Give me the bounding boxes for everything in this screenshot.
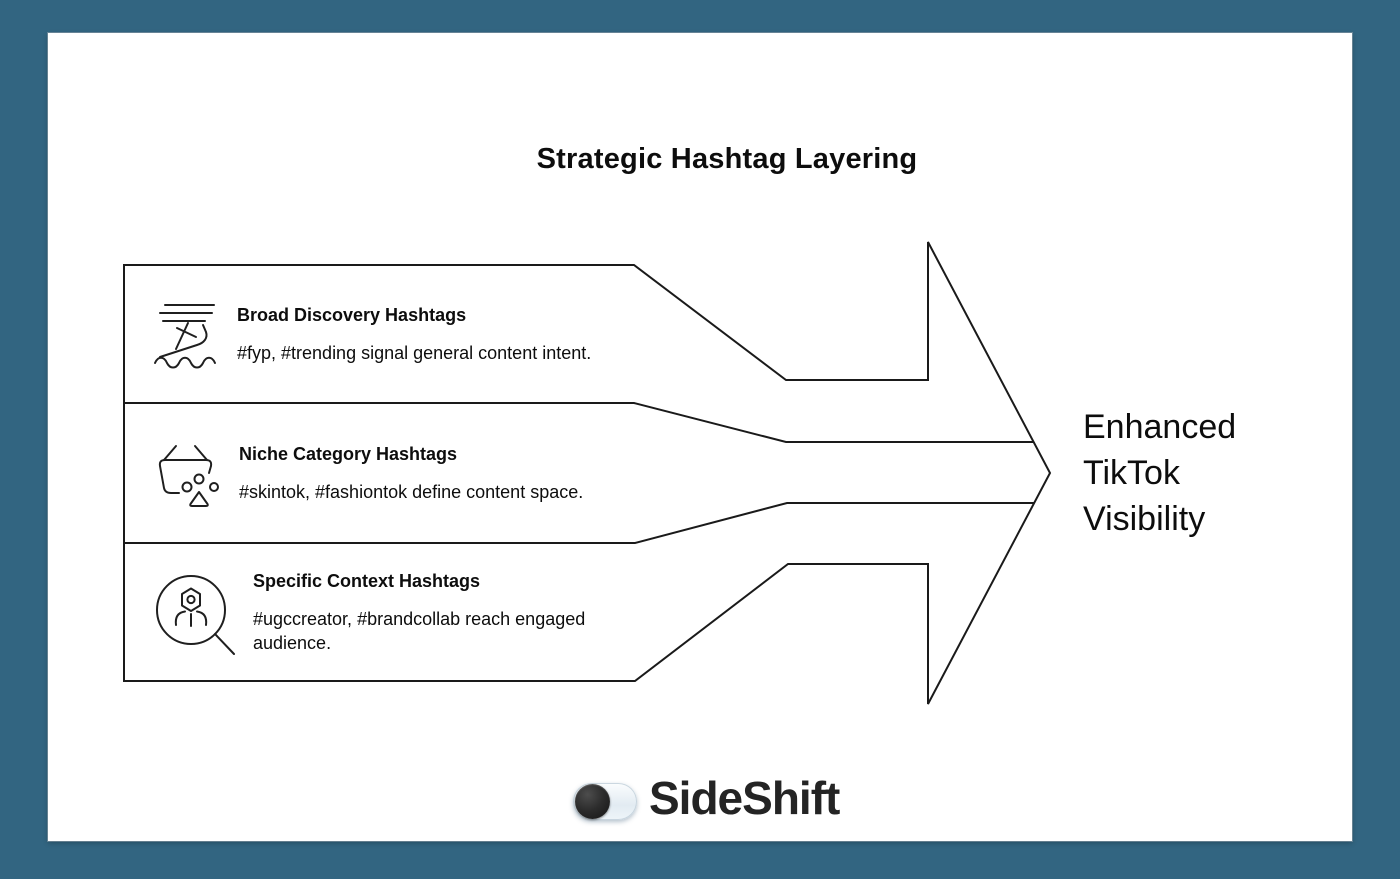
layer-title: Niche Category Hashtags — [239, 444, 458, 464]
layer-description: #fyp, #trending signal general content i… — [237, 343, 592, 363]
toggle-switch-icon — [573, 783, 637, 820]
brand-name: SideShift — [649, 772, 840, 824]
toggle-knob — [575, 784, 610, 819]
basket-items-icon — [152, 435, 224, 511]
layer-description: #ugccreator, #brandcollab reach engaged … — [253, 609, 586, 653]
sinking-ship-icon — [152, 298, 222, 370]
layer-title: Broad Discovery Hashtags — [237, 305, 467, 325]
layer-divider-1 — [124, 402, 1034, 443]
outcome-label: Enhanced TikTok Visibility — [1083, 408, 1237, 538]
layer-title: Specific Context Hashtags — [253, 571, 481, 591]
search-user-icon — [152, 564, 238, 660]
funnel-outline — [123, 241, 1052, 705]
layer-divider-2 — [124, 502, 1034, 544]
layer-row-broad-discovery: Broad Discovery Hashtags #fyp, #trending… — [124, 265, 629, 403]
layer-description: #skintok, #fashiontok define content spa… — [239, 482, 584, 502]
page-title: Strategic Hashtag Layering — [536, 143, 918, 175]
layer-row-niche-category: Niche Category Hashtags #skintok, #fashi… — [124, 403, 629, 543]
layer-row-specific-context: Specific Context Hashtags #ugccreator, #… — [124, 543, 629, 681]
